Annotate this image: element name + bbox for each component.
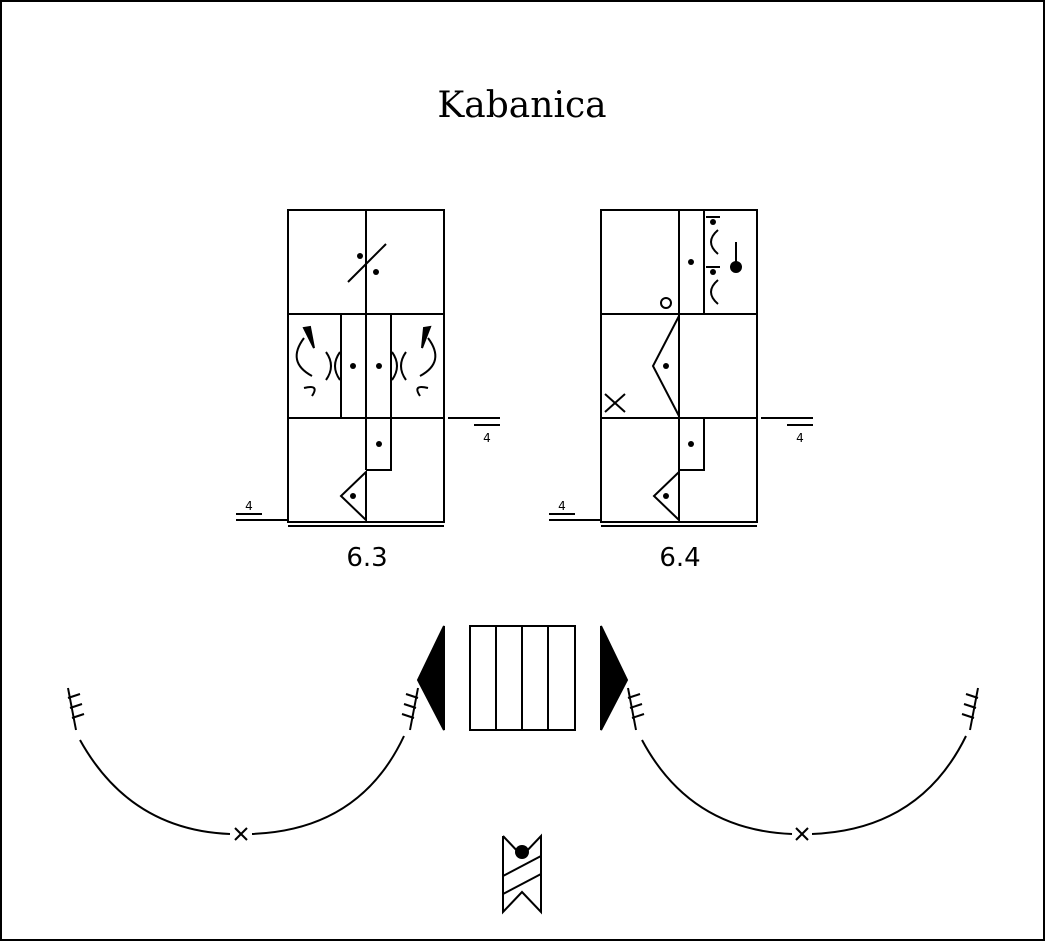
- direction-sign: [652, 469, 680, 523]
- feather-end: [401, 687, 419, 731]
- hook-sign: [400, 351, 407, 381]
- support-column: [679, 417, 705, 471]
- floor-plan: [67, 625, 979, 915]
- x-mark: [795, 827, 809, 841]
- wedge-right: [421, 325, 432, 349]
- hook-sign: [710, 279, 719, 305]
- hook-sign: [391, 351, 398, 381]
- performer-sign: [502, 833, 542, 915]
- dot: [376, 441, 382, 447]
- dot: [663, 493, 669, 499]
- diagram-title: Kabanica: [437, 85, 606, 126]
- dot: [710, 269, 716, 275]
- direction-sign: [651, 315, 680, 417]
- x-mark: [234, 827, 248, 841]
- slash-sign: [347, 243, 387, 283]
- wedge-pin-left: [416, 625, 445, 731]
- dot: [350, 493, 356, 499]
- support-column: [366, 417, 392, 471]
- open-circle: [660, 297, 672, 309]
- dot: [688, 441, 694, 447]
- turn-curve-left: [295, 337, 313, 377]
- turn-curve-right: [419, 337, 437, 377]
- measure-number: 6.4: [659, 543, 700, 573]
- feather-end: [627, 687, 645, 731]
- direction-sign: [339, 469, 367, 523]
- performer-dot: [515, 845, 529, 859]
- wedge-pin-right: [600, 625, 629, 731]
- turn-curve-right-tail: [416, 386, 429, 397]
- hook-sign: [334, 351, 341, 381]
- dot: [373, 269, 379, 275]
- dot: [710, 219, 716, 225]
- feather-end: [67, 687, 85, 731]
- measure-6-3: 4 4 6.3: [236, 209, 500, 573]
- dot: [663, 363, 669, 369]
- path-arc-right: [641, 735, 967, 835]
- dot: [350, 363, 356, 369]
- measure-6-4: 4 4 6.4: [549, 209, 813, 573]
- repeat-count-right: 4: [483, 431, 491, 445]
- dot: [376, 363, 382, 369]
- feather-end: [961, 687, 979, 731]
- turn-curve-left-tail: [303, 386, 316, 397]
- dot: [357, 253, 363, 259]
- wedge-left: [302, 325, 315, 349]
- repeat-count-left: 4: [558, 499, 566, 513]
- repeat-count-right: 4: [796, 431, 804, 445]
- dot: [688, 259, 694, 265]
- repeat-count-left: 4: [245, 499, 253, 513]
- measure-number: 6.3: [346, 543, 387, 573]
- pin-head: [730, 261, 742, 273]
- hook-sign: [710, 229, 719, 255]
- cross-sign: [604, 393, 626, 413]
- path-arc-left: [79, 735, 405, 835]
- hook-sign: [325, 351, 332, 381]
